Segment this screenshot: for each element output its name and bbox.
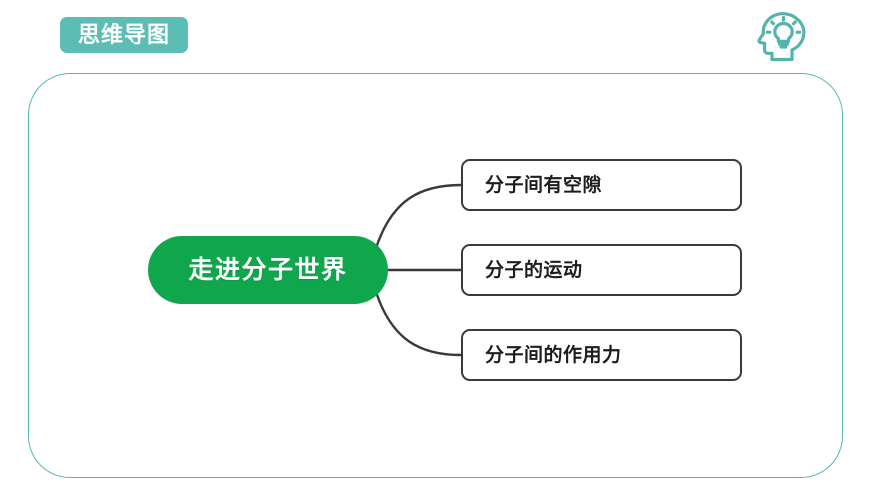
branch-node-label: 分子的运动 <box>485 259 583 281</box>
mindmap-branch-node[interactable]: 分子间有空隙 <box>461 159 742 211</box>
branch-node-label: 分子间的作用力 <box>485 344 622 366</box>
page-title-badge: 思维导图 <box>60 17 188 53</box>
central-node-label: 走进分子世界 <box>188 255 348 284</box>
mindmap-central-node[interactable]: 走进分子世界 <box>148 236 388 304</box>
mindmap-branch-node[interactable]: 分子间的作用力 <box>461 329 742 381</box>
page-title-text: 思维导图 <box>77 22 170 47</box>
head-lightbulb-icon <box>755 8 809 64</box>
mindmap-branch-node[interactable]: 分子的运动 <box>461 244 742 296</box>
branch-node-label: 分子间有空隙 <box>485 174 603 196</box>
